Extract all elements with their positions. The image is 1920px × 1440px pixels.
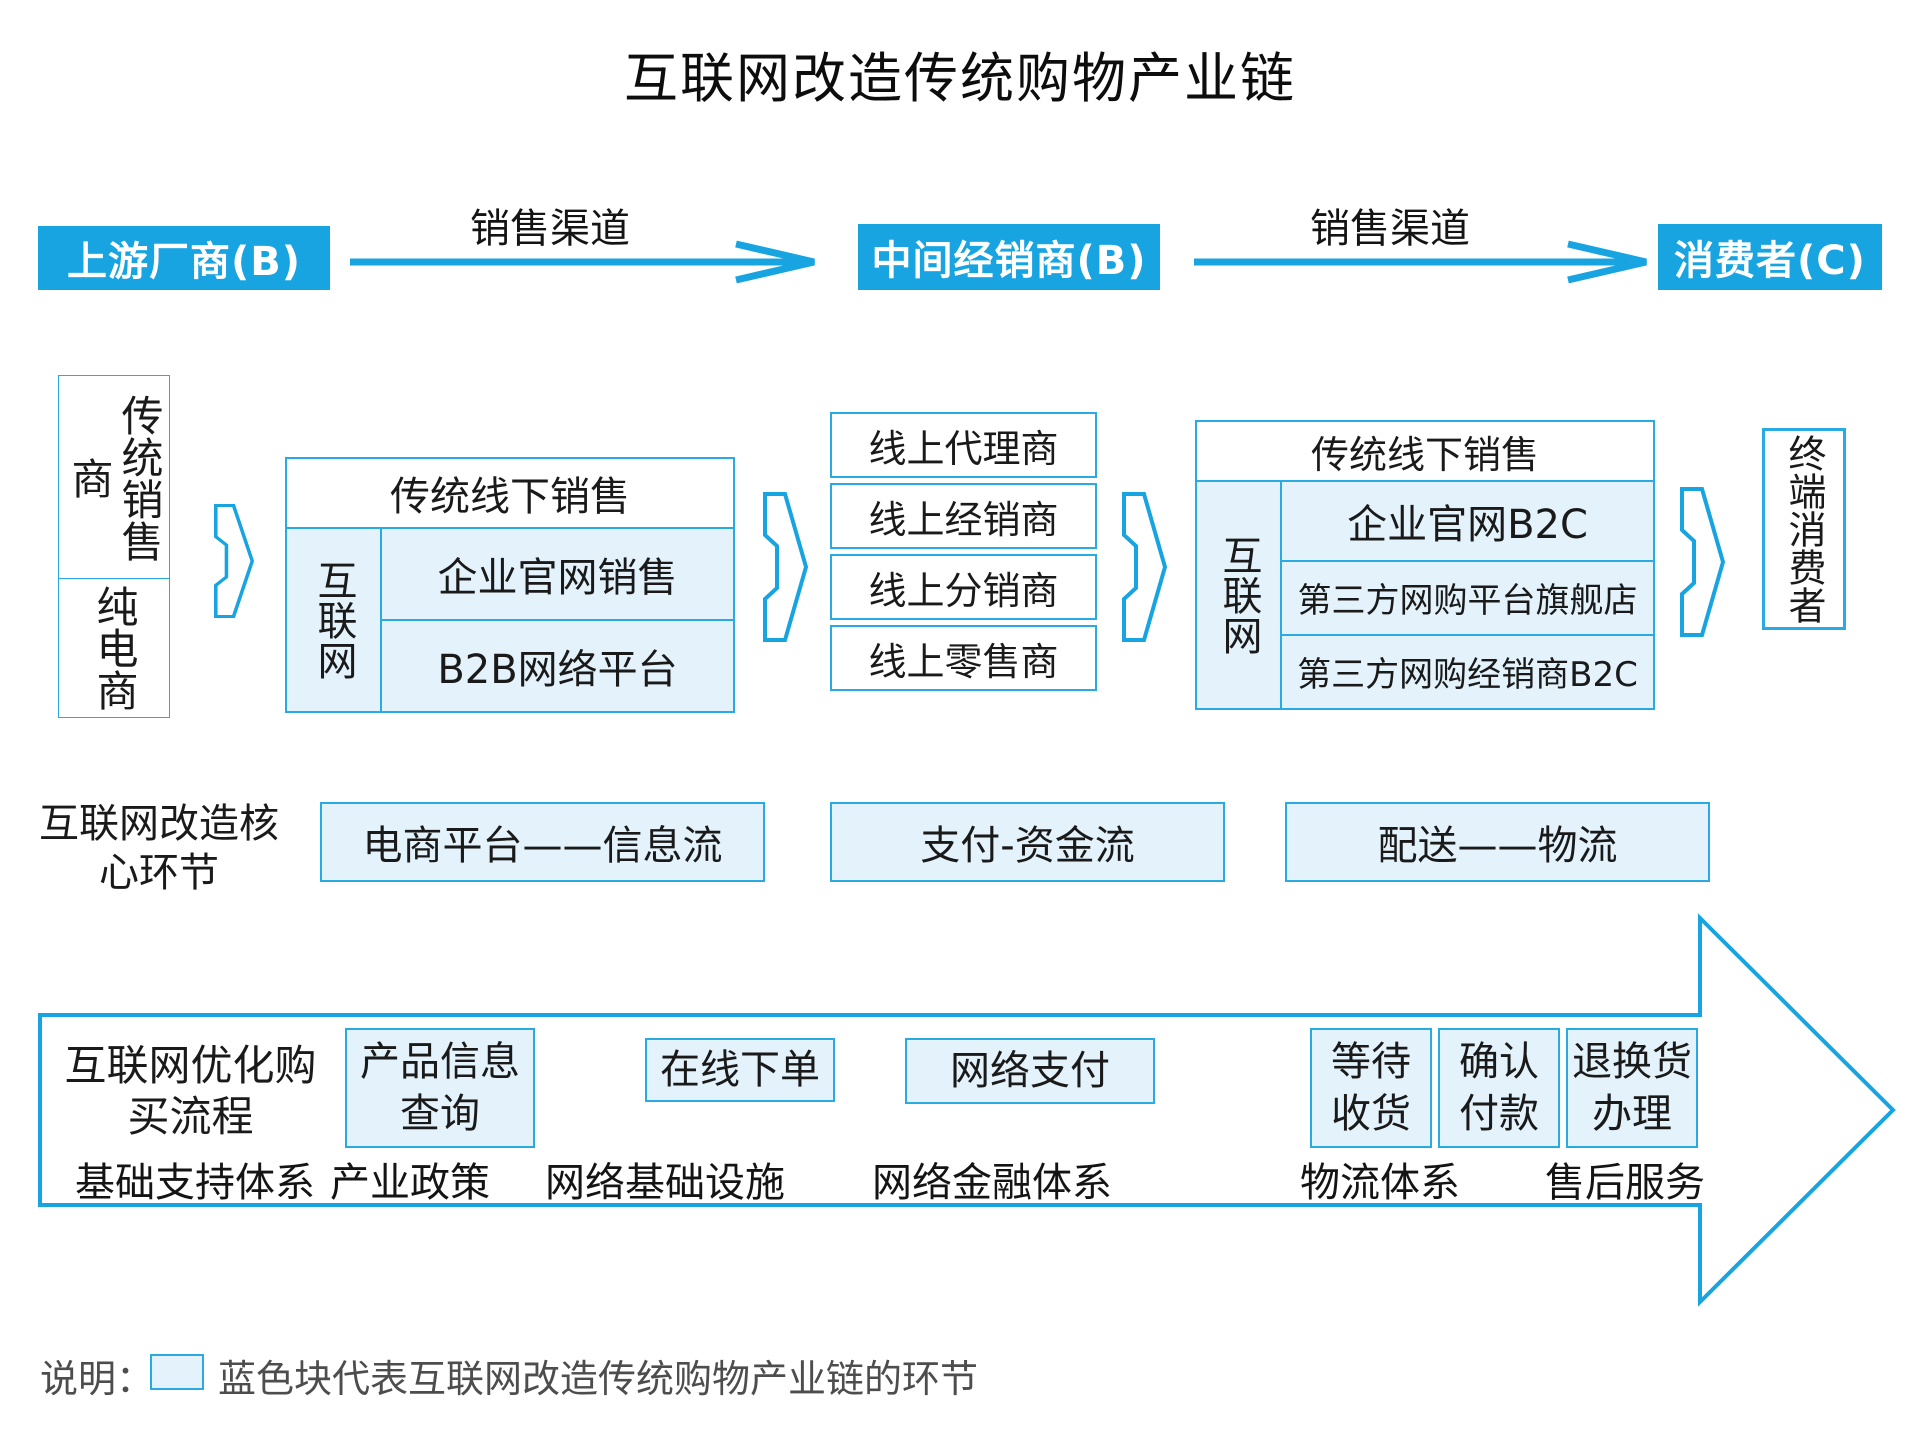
step-product-info-query: 产品信息查询 [345,1028,535,1148]
support-label: 基础支持体系 [75,1160,315,1206]
step-online-order: 在线下单 [645,1038,835,1102]
block-upstream-internet-cell: 互联网 [287,529,382,711]
support-industry-policy: 产业政策 [330,1160,490,1206]
support-after-sales-service: 售后服务 [1545,1160,1705,1206]
flow-arrow-2 [1194,240,1647,284]
process-label: 互联网优化购买流程 [64,1041,317,1142]
legend-swatch-icon [150,1354,204,1390]
cell-third-party-dealer-b2c: 第三方网购经销商B2C [1282,635,1653,708]
flow-arrow-1 [350,240,815,284]
end-consumer-label: 终端消费者 [1782,434,1826,624]
step-online-payment: 网络支付 [905,1038,1155,1104]
flow-chevron-icon-4 [1680,487,1725,637]
node-consumer: 消费者(C) [1658,224,1882,290]
middleman-online-distributor: 线上分销商 [830,554,1097,620]
middleman-online-retailer: 线上零售商 [830,625,1097,691]
core-item-capital-flow: 支付-资金流 [830,802,1225,882]
legend-description: 蓝色块代表互联网改造传统购物产业链的环节 [218,1357,979,1401]
block-downstream-internet-cell: 互联网 [1197,482,1282,708]
supplier-traditional-label: 传统销售商 [65,393,164,562]
edge-label-sales-channel-2: 销售渠道 [1310,206,1470,252]
block-upstream-sales: 传统线下销售 互联网 企业官网销售 B2B网络平台 [285,457,735,713]
cell-b2b-platform: B2B网络平台 [382,621,733,711]
support-network-infrastructure: 网络基础设施 [545,1160,785,1206]
cell-official-site-sales: 企业官网销售 [382,529,733,621]
step-returns-exchange: 退换货办理 [1566,1028,1698,1148]
cell-third-party-flagship: 第三方网购平台旗舰店 [1282,561,1653,636]
flow-chevron-icon-2 [763,492,808,642]
cell-official-b2c: 企业官网B2C [1282,482,1653,562]
support-network-finance: 网络金融体系 [872,1160,1112,1206]
middleman-online-dealer: 线上经销商 [830,483,1097,549]
flow-chevron-icon-3 [1122,492,1167,642]
edge-label-sales-channel-1: 销售渠道 [470,206,630,252]
block-upstream-sales-header: 传统线下销售 [287,459,733,529]
core-item-logistics-flow: 配送——物流 [1285,802,1710,882]
block-downstream-sales: 传统线下销售 互联网 企业官网B2C 第三方网购平台旗舰店 第三方网购经销商B2… [1195,420,1655,710]
core-item-info-flow: 电商平台——信息流 [320,802,765,882]
node-middle-dealer: 中间经销商(B) [858,224,1160,290]
support-logistics-system: 物流体系 [1300,1160,1460,1206]
middleman-online-agent: 线上代理商 [830,412,1097,478]
supplier-pure-ecommerce-box: 纯电商 [58,578,170,718]
legend-prefix: 说明： [40,1357,155,1401]
supplier-pure-ecommerce-label: 纯电商 [90,585,139,711]
node-upstream-manufacturer: 上游厂商(B) [38,226,330,290]
step-confirm-payment: 确认付款 [1438,1028,1560,1148]
step-await-delivery: 等待收货 [1310,1028,1432,1148]
end-consumer-box: 终端消费者 [1762,428,1846,630]
flow-chevron-icon-1 [214,504,254,618]
supplier-traditional-box: 传统销售商 [58,375,170,580]
core-row-label: 互联网改造核心环节 [39,801,279,896]
block-upstream-internet-label: 互联网 [310,560,357,680]
block-downstream-internet-label: 互联网 [1215,535,1262,655]
page-title: 互联网改造传统购物产业链 [624,47,1296,110]
block-downstream-sales-header: 传统线下销售 [1197,422,1653,482]
